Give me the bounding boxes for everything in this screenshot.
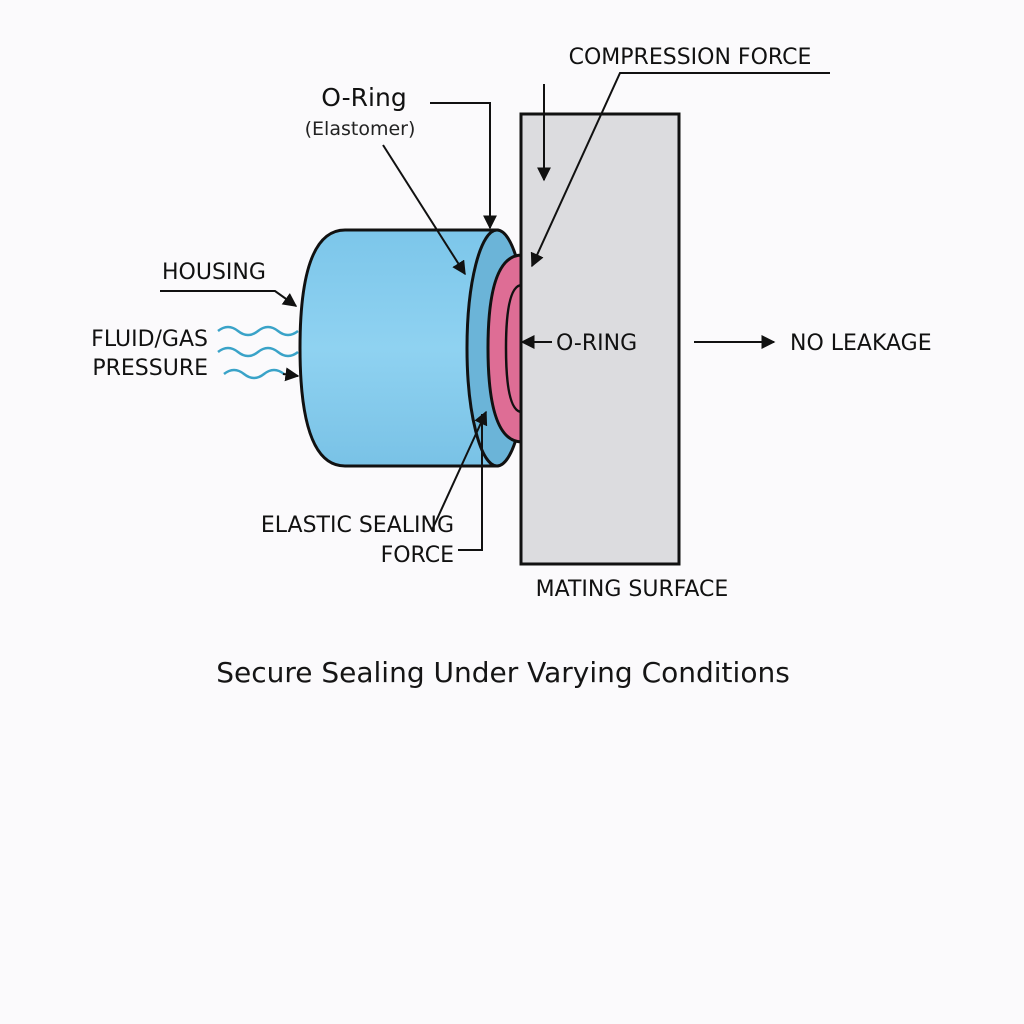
oring-diagonal-leader xyxy=(382,144,466,276)
elastic-force-label-line2: FORCE xyxy=(381,543,454,568)
oring-inline-label: O-RING xyxy=(556,331,637,356)
pressure-label-line2: PRESSURE xyxy=(92,356,208,381)
elastic-force-label-line1: ELASTIC SEALING xyxy=(261,513,454,538)
oring-title-label: O-Ring xyxy=(321,83,406,112)
diagram-caption: Secure Sealing Under Varying Conditions xyxy=(216,656,790,689)
oring-bracket-leader xyxy=(430,102,497,230)
housing-label: HOUSING xyxy=(162,260,266,285)
o-ring-seal xyxy=(486,253,524,444)
compression-force-label: COMPRESSION FORCE xyxy=(569,45,812,70)
compression-force-leader xyxy=(530,72,830,268)
mating-surface-label: MATING SURFACE xyxy=(536,577,729,602)
pressure-arrow xyxy=(282,367,300,382)
pressure-label-line1: FLUID/GAS xyxy=(91,327,208,352)
elastic-force-arrow xyxy=(431,410,488,531)
oring-material-label: (Elastomer) xyxy=(305,118,416,140)
elastic-force-leader xyxy=(458,414,483,551)
no-leakage-label: NO LEAKAGE xyxy=(790,331,932,356)
housing-leader xyxy=(160,290,298,307)
pressure-waves-icon xyxy=(217,325,299,380)
